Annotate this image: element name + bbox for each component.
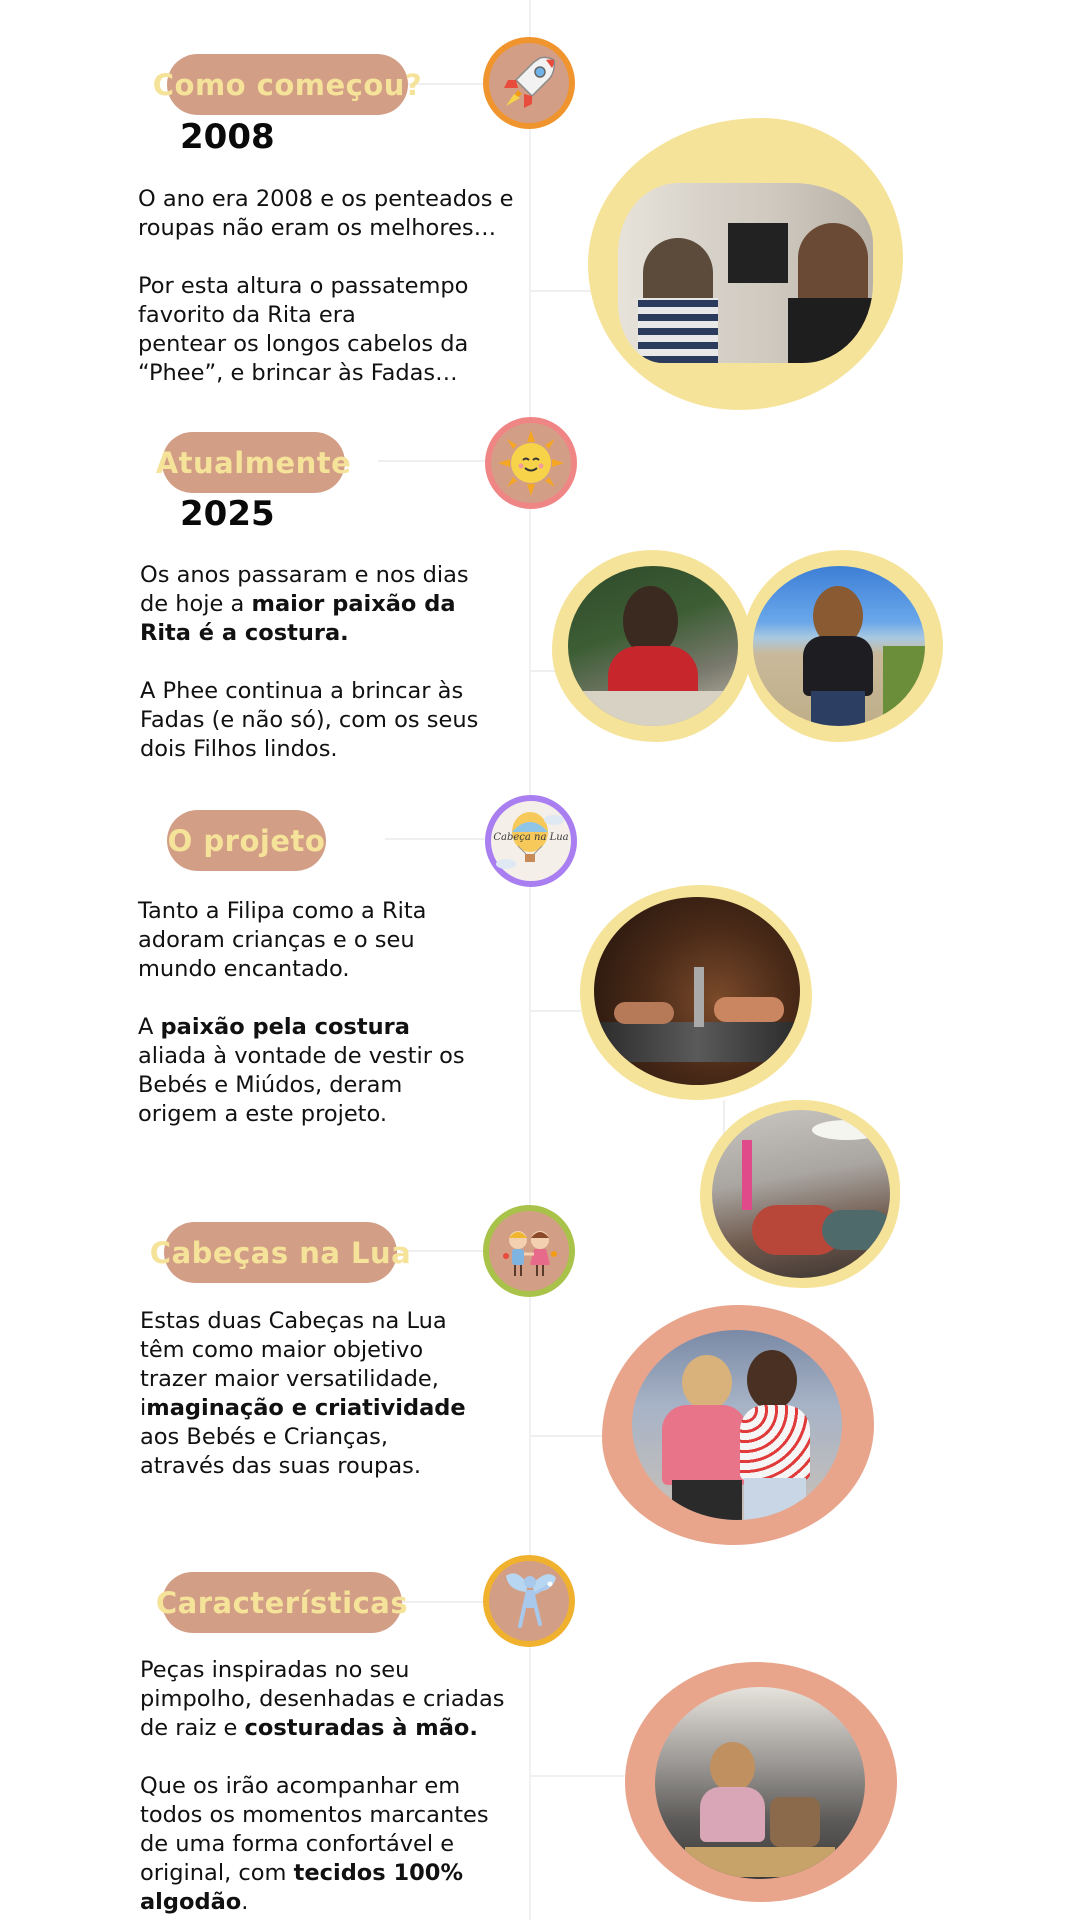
text-line: de raiz e costuradas à mão. [140, 1715, 478, 1741]
pill-label: Atualmente [155, 445, 352, 480]
text-line: todos os momentos marcantes [140, 1802, 489, 1828]
pill-cabecas-na-lua: Cabeças na Lua [150, 1222, 411, 1283]
pill-label: Características [155, 1585, 409, 1620]
photo-child-playing [655, 1687, 865, 1879]
pill-caracteristicas: Características [156, 1572, 408, 1633]
fairy-icon [483, 1555, 575, 1647]
text-line: Tanto a Filipa como a Rita [138, 898, 427, 924]
photo-frame-blob [602, 1305, 874, 1545]
text-line: pimpolho, desenhadas e criadas [140, 1686, 505, 1712]
pill-o-projeto: O projeto [167, 810, 326, 871]
text-line: mundo encantado. [138, 956, 350, 982]
text-line: de hoje a maior paixão da [140, 591, 456, 617]
photo-frame-blob [552, 550, 752, 742]
text-line: adoram crianças e o seu [138, 927, 415, 953]
timeline-connector [400, 1601, 485, 1603]
photo-2008 [618, 183, 873, 363]
text-line: trazer maior versatilidade, [140, 1366, 439, 1392]
photo-frame-blob [743, 550, 943, 742]
text-line: original, com tecidos 100% [140, 1860, 463, 1886]
timeline-connector [531, 290, 591, 292]
photo-rita [568, 566, 738, 726]
text-line: A paixão pela costura [138, 1014, 410, 1040]
timeline-line [529, 0, 531, 1920]
text-line: origem a este projeto. [138, 1101, 388, 1127]
text-line: algodão. [140, 1889, 249, 1915]
photo-duo [632, 1330, 842, 1520]
rocket-icon [483, 37, 575, 129]
text-line: têm como maior objetivo [140, 1337, 424, 1363]
two-kids-icon [483, 1205, 575, 1297]
timeline-connector [531, 670, 561, 672]
text-atualmente: Os anos passaram e nos dias de hoje a ma… [140, 561, 540, 764]
text-line: Fadas (e não só), com os seus [140, 707, 479, 733]
hot-air-balloon-icon: Cabeça na Lua [485, 795, 577, 887]
pill-label: Cabeças na Lua [149, 1235, 412, 1270]
text-line: Por esta altura o passatempo [138, 273, 469, 299]
text-cabecas-na-lua: Estas duas Cabeças na Lua têm como maior… [140, 1307, 540, 1481]
pill-como-comecou: Como começou? [153, 54, 422, 115]
photo-sewing-hands [712, 1110, 890, 1278]
text-line: roupas não eram os melhores… [138, 215, 497, 241]
text-caracteristicas: Peças inspiradas no seu pimpolho, desenh… [140, 1656, 540, 1917]
text-line: através das suas roupas. [140, 1453, 421, 1479]
photo-frame-blob [580, 885, 812, 1100]
text-line: aos Bebés e Crianças, [140, 1424, 388, 1450]
text-line: Estas duas Cabeças na Lua [140, 1308, 447, 1334]
text-line: dois Filhos lindos. [140, 736, 338, 762]
text-line: favorito da Rita era [138, 302, 356, 328]
text-line: Bebés e Miúdos, deram [138, 1072, 403, 1098]
text-line: de uma forma confortável e [140, 1831, 455, 1857]
timeline-connector [400, 1250, 485, 1252]
timeline-connector [531, 1435, 606, 1437]
pill-atualmente: Atualmente [156, 432, 351, 493]
text-line: Rita é a costura. [140, 620, 349, 646]
pill-label: O projeto [167, 823, 326, 858]
text-line: pentear os longos cabelos da [138, 331, 469, 357]
timeline-connector [385, 838, 485, 840]
text-como-comecou: O ano era 2008 e os penteados e roupas n… [138, 185, 538, 388]
text-line: Os anos passaram e nos dias [140, 562, 469, 588]
text-line: Peças inspiradas no seu [140, 1657, 410, 1683]
photo-frame-blob [588, 118, 903, 410]
year-2025: 2025 [180, 494, 275, 534]
photo-phee [753, 566, 925, 726]
text-line: aliada à vontade de vestir os [138, 1043, 465, 1069]
logo-text: Cabeça na Lua [493, 832, 569, 843]
text-o-projeto: Tanto a Filipa como a Rita adoram crianç… [138, 897, 538, 1129]
photo-sewing-machine [594, 897, 800, 1085]
photo-frame-blob [700, 1100, 900, 1288]
text-line: “Phee”, e brincar às Fadas… [138, 360, 458, 386]
text-line: O ano era 2008 e os penteados e [138, 186, 514, 212]
photo-frame-blob [625, 1662, 897, 1902]
text-line: Que os irão acompanhar em [140, 1773, 461, 1799]
text-line: A Phee continua a brincar às [140, 678, 464, 704]
timeline-connector [378, 460, 488, 462]
timeline-connector [531, 1010, 581, 1012]
timeline-connector [531, 1775, 631, 1777]
timeline-connector [408, 83, 488, 85]
sun-icon [485, 417, 577, 509]
year-2008: 2008 [180, 117, 275, 157]
pill-label: Como começou? [152, 67, 423, 102]
text-line: imaginação e criatividade [140, 1395, 466, 1421]
timeline-connector [723, 1100, 725, 1150]
